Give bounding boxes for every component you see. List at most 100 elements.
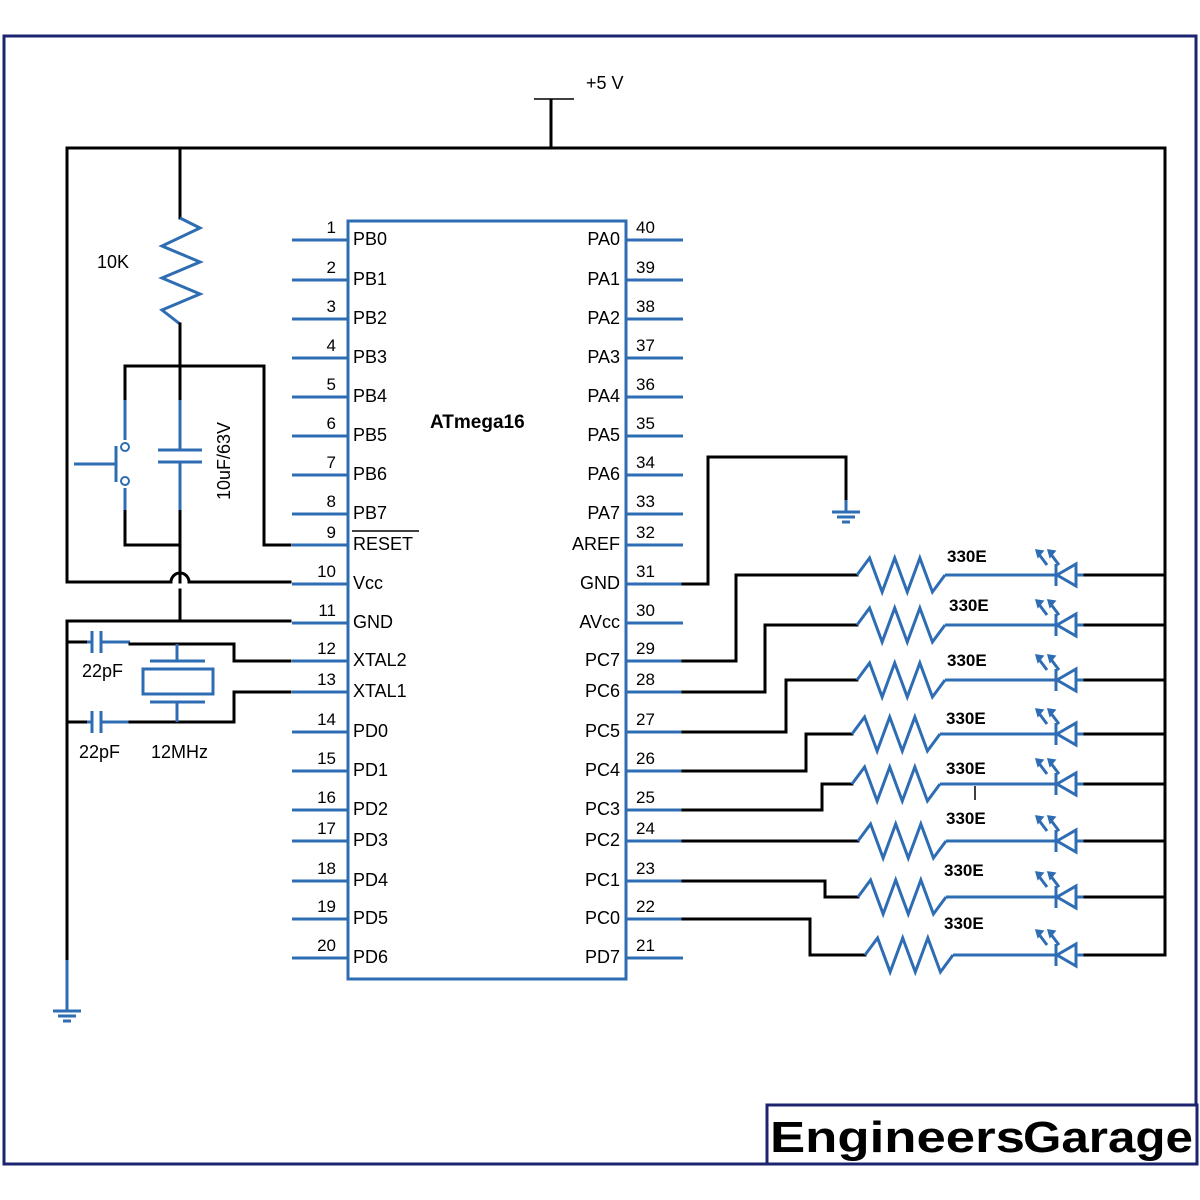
reset-capacitor-label: 10uF/63V [214,422,234,500]
left-pin-name: PB2 [353,308,387,328]
left-pin-group: 1PB02PB13PB24PB35PB46PB57PB68PB79RESET10… [292,218,413,967]
right-pin-number: 28 [636,670,655,689]
left-pin-name: PD2 [353,799,388,819]
left-pin-name: PB6 [353,464,387,484]
right-pin-name: PC1 [585,870,620,890]
right-pin-name: PC6 [585,681,620,701]
right-pin-name: PC4 [585,760,620,780]
left-pin-name: XTAL2 [353,650,407,670]
right-pin-number: 31 [636,562,655,581]
light-arrow-head-icon [1046,815,1057,825]
led-resistor-label: 330E [944,861,984,880]
light-arrow-head-icon [1034,929,1045,939]
brand-part2: Garage [1023,1113,1193,1162]
led-resistor-label: 330E [946,809,986,828]
channel-wire [681,782,854,812]
right-pin-name: PC3 [585,799,620,819]
right-pin-number: 22 [636,897,655,916]
left-pin-name: PD5 [353,908,388,928]
left-pin-number: 13 [317,670,336,689]
left-pin-number: 7 [327,453,336,472]
right-pin-name: PA3 [587,347,620,367]
chip-body [346,219,628,981]
left-pin-number: 17 [317,819,336,838]
light-arrow-head-icon [1034,654,1045,664]
led-diode-icon [1054,666,1078,694]
right-pin-number: 36 [636,375,655,394]
left-pin-name: PD1 [353,760,388,780]
light-arrow-head-icon [1046,871,1057,881]
left-pin-name: RESET [353,534,413,554]
vcc-rail [65,146,1167,957]
light-arrow-head-icon [1034,815,1045,825]
crystal-cap-top-label: 22pF [82,661,123,681]
right-pin-name: PA1 [587,269,620,289]
led-channel: 330E [681,861,1167,919]
led-channel: 330E [681,914,1167,977]
left-pin-name: PB0 [353,229,387,249]
led-diode-icon [1054,611,1078,639]
channel-wire [681,678,859,734]
right-pin-number: 33 [636,492,655,511]
right-pin-name: PA2 [587,308,620,328]
left-pin-number: 9 [327,523,336,542]
left-pin-name: XTAL1 [353,681,407,701]
left-pin-name: Vcc [353,573,383,593]
led-diode-icon [1054,561,1078,589]
led-resistor [856,819,948,863]
channel-wire [681,573,859,663]
channel-wire [681,917,867,957]
right-pin-name: PD7 [585,947,620,967]
supply-5v: +5 V [534,73,624,150]
crystal-network: 22pF 22pF 12MHz [53,588,292,1023]
right-pin-name: GND [580,573,620,593]
left-pin-number: 20 [317,936,336,955]
right-pin-number: 23 [636,859,655,878]
right-pin-name: PA6 [587,464,620,484]
left-pin-name: PD3 [353,830,388,850]
left-pin-number: 15 [317,749,336,768]
supply-label: +5 V [586,73,624,93]
channel-wire [681,623,859,694]
light-arrow-head-icon [1034,599,1045,609]
channel-wire [681,732,854,773]
reset-network [123,364,292,584]
right-pin-name: PC2 [585,830,620,850]
right-pin-name: PC7 [585,650,620,670]
led-resistor-label: 330E [944,914,984,933]
left-pin-number: 1 [327,218,336,237]
led-channel: 330E [681,758,1167,812]
light-arrow-head-icon [1034,708,1045,718]
left-pin-number: 2 [327,258,336,277]
left-pin-number: 11 [318,601,336,620]
left-pin-name: PD6 [353,947,388,967]
led-resistor [855,658,947,702]
led-diode-icon [1054,941,1078,969]
right-pin-number: 39 [636,258,655,277]
led-resistor-label: 330E [947,651,987,670]
reset-pushbutton [74,400,130,510]
light-arrow-head-icon [1046,758,1057,768]
right-pin-number: 35 [636,414,655,433]
left-pin-number: 18 [317,859,336,878]
right-pin-number: 27 [636,710,655,729]
light-arrow-head-icon [1046,599,1057,609]
left-pin-number: 3 [327,297,336,316]
led-resistor [850,712,942,756]
right-pin-number: 26 [636,749,655,768]
chip-name: ATmega16 [430,412,525,433]
reset-capacitor: 10uF/63V [158,400,234,510]
engineers-garage-logo: Engineers Garage [765,1103,1199,1166]
right-pin-name: PA4 [587,386,620,406]
light-arrow-head-icon [1046,929,1057,939]
led-resistor [855,603,947,647]
left-pin-name: PB3 [353,347,387,367]
left-pin-number: 12 [317,639,336,658]
led-resistor [850,762,942,806]
light-arrow-head-icon [1046,549,1057,559]
right-pin-number: 24 [636,819,655,838]
light-arrow-head-icon [1034,871,1045,881]
right-pin-number: 38 [636,297,655,316]
